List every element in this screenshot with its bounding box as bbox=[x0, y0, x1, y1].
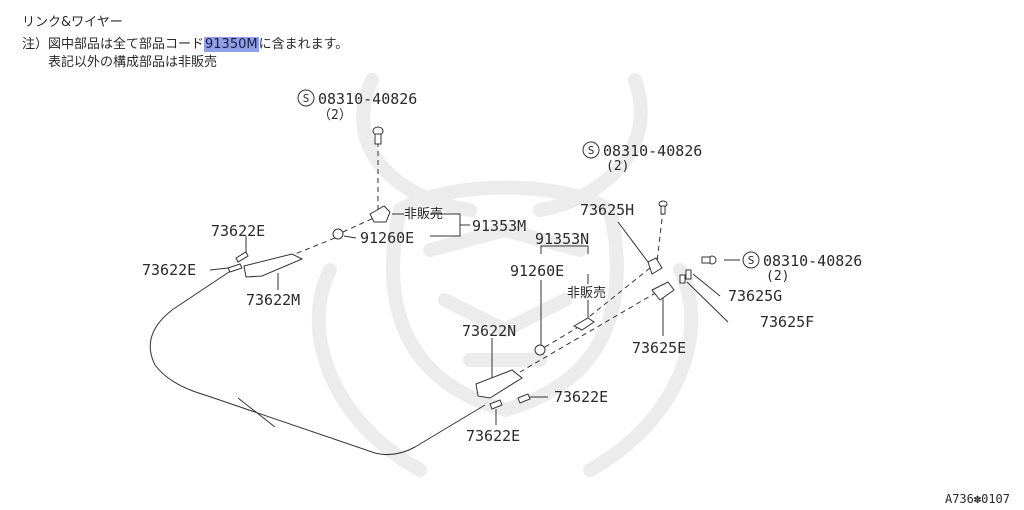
screw-part[interactable] bbox=[701, 255, 717, 265]
part-label-91260e[interactable]: 91260E bbox=[360, 229, 414, 247]
bracket-91353n[interactable] bbox=[572, 317, 595, 331]
part-label-91260e[interactable]: 91260E bbox=[510, 262, 564, 280]
part-label-91353m[interactable]: 91353M bbox=[472, 217, 526, 235]
watermark-logo bbox=[311, 73, 699, 477]
assembly-line bbox=[519, 287, 665, 373]
part-label-73622m[interactable]: 73622M bbox=[246, 291, 300, 309]
note-suffix: に含まれます。 bbox=[258, 37, 349, 52]
part-label-73625e[interactable]: 73625E bbox=[632, 339, 686, 357]
cable-end-detail bbox=[237, 397, 276, 428]
screw-part[interactable] bbox=[658, 200, 668, 215]
part-label-73622n[interactable]: 73622N bbox=[462, 322, 516, 340]
diagram-title: リンク&ワイヤー bbox=[22, 15, 123, 30]
leader-line bbox=[686, 281, 729, 323]
part-label-73622e[interactable]: 73622E bbox=[211, 222, 265, 240]
leader-line bbox=[343, 235, 357, 239]
svg-text:S: S bbox=[588, 144, 595, 157]
svg-text:S: S bbox=[303, 92, 310, 105]
nut-91260e[interactable] bbox=[534, 344, 546, 356]
qty-label: (2) bbox=[606, 159, 629, 174]
leader-line bbox=[617, 221, 649, 263]
part-label-screw-top[interactable]: 08310-40826 bbox=[318, 90, 417, 108]
part-label-73625f[interactable]: 73625F bbox=[760, 313, 814, 331]
clip-73622e[interactable] bbox=[227, 251, 249, 273]
nut-91260e[interactable] bbox=[332, 228, 344, 240]
bracket-73625e[interactable] bbox=[651, 281, 675, 301]
assembly-line bbox=[656, 209, 664, 263]
clip-73625g[interactable] bbox=[685, 269, 692, 280]
standard-part-symbol: S bbox=[742, 251, 760, 269]
screw-part[interactable] bbox=[372, 126, 384, 145]
bracket-91353m[interactable] bbox=[369, 205, 391, 223]
assembly-line bbox=[539, 325, 581, 351]
part-label-73625h[interactable]: 73625H bbox=[580, 201, 634, 219]
note-prefix: 注）図中部品は全て部品コード bbox=[22, 37, 205, 52]
figure-reference-code: A736✽0107 bbox=[944, 492, 1010, 506]
sunroof-cable bbox=[149, 267, 486, 455]
standard-part-symbol: S bbox=[582, 141, 600, 159]
not-for-sale-label: 非販売 bbox=[567, 285, 606, 301]
qty-label: (2) bbox=[766, 269, 789, 284]
standard-part-symbol: S bbox=[297, 89, 315, 107]
part-label-73622e[interactable]: 73622E bbox=[142, 261, 196, 279]
leader-line bbox=[692, 273, 721, 297]
clip-73625f[interactable] bbox=[679, 274, 686, 284]
part-label-73622e[interactable]: 73622E bbox=[466, 427, 520, 445]
part-label-91353n[interactable]: 91353N bbox=[535, 230, 589, 248]
note-part-code[interactable]: 91350M bbox=[204, 37, 259, 52]
clip-73625h[interactable] bbox=[647, 257, 663, 275]
clip-73622e[interactable] bbox=[489, 393, 531, 410]
assembly-line bbox=[342, 215, 379, 233]
part-label-screw-right[interactable]: 08310-40826 bbox=[603, 142, 702, 160]
not-for-sale-note: 表記以外の構成部品は非販売 bbox=[48, 55, 218, 70]
svg-text:S: S bbox=[748, 254, 755, 267]
guide-73622n[interactable] bbox=[475, 369, 523, 399]
part-label-73622e[interactable]: 73622E bbox=[554, 388, 608, 406]
assembly-line bbox=[584, 267, 651, 321]
part-label-73625g[interactable]: 73625G bbox=[728, 287, 782, 305]
part-label-screw-far[interactable]: 08310-40826 bbox=[763, 252, 862, 270]
qty-label: （2） bbox=[318, 108, 352, 123]
not-for-sale-label: 非販売 bbox=[404, 206, 443, 222]
guide-73622m[interactable] bbox=[243, 253, 304, 278]
bracket-line bbox=[540, 245, 589, 254]
leader-line bbox=[209, 267, 229, 271]
parts-note: 注）図中部品は全て部品コード91350Mに含まれます。 bbox=[22, 36, 348, 53]
